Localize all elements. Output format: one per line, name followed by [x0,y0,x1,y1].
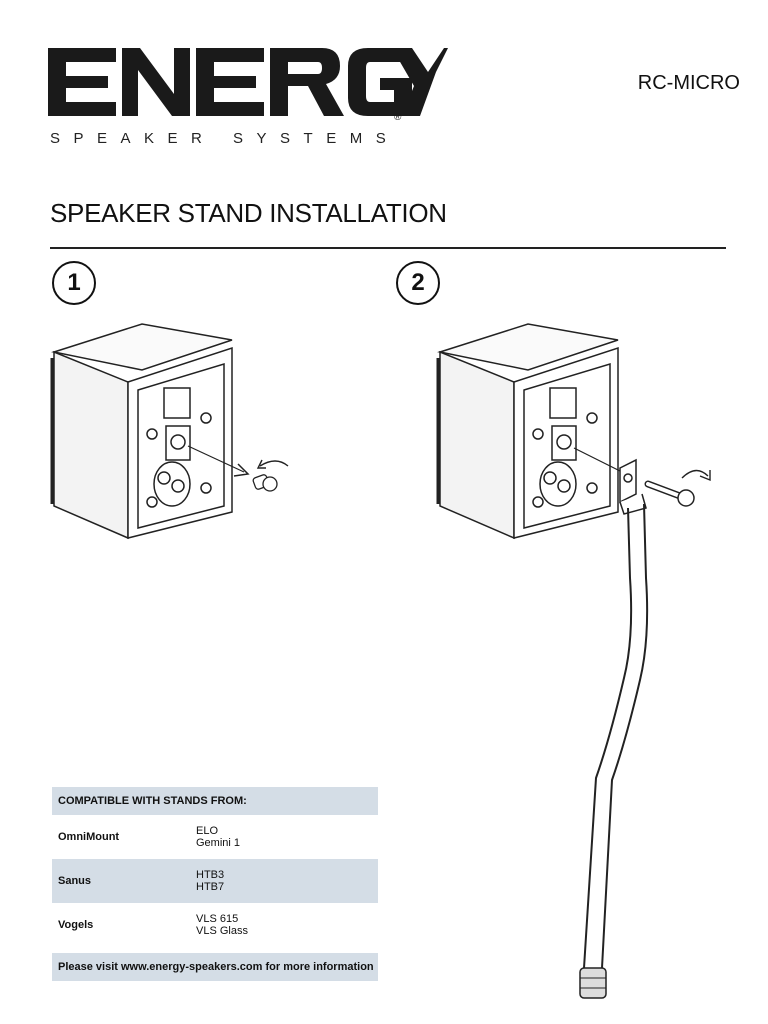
table-row-models: HTB3 HTB7 [196,869,224,893]
model-name: ELO [196,825,219,837]
model-name: HTB7 [196,881,225,893]
energy-logo: ® [48,42,448,152]
compat-table-heading: COMPATIBLE WITH STANDS FROM: [52,787,378,815]
speaker-illustration [50,323,289,540]
brand-subtitle: SPEAKER SYSTEMS [50,130,400,147]
compat-table: COMPATIBLE WITH STANDS FROM: OmniMount E… [52,787,378,981]
table-row: Vogels VLS 615 VLS Glass [52,903,378,947]
title-divider [50,247,726,249]
stand-pole-illustration [436,323,711,999]
page-title: SPEAKER STAND INSTALLATION [50,198,447,228]
table-row-models: VLS 615 VLS Glass [196,913,248,937]
table-row: OmniMount ELO Gemini 1 [52,815,378,859]
model-name: Gemini 1 [196,837,241,849]
table-row-brand: OmniMount [58,831,120,843]
table-row-models: ELO Gemini 1 [196,825,240,849]
model-name: VLS Glass [196,925,248,937]
table-row-brand: Vogels [58,919,94,931]
model-name: VLS 615 [196,913,239,925]
model-label: RC-MICRO [637,72,740,94]
registered-mark: ® [394,112,402,122]
table-row-brand: Sanus [58,875,92,887]
table-row: Sanus HTB3 HTB7 [52,859,378,903]
screw-icon [252,474,278,492]
step-2-badge: 2 [396,261,440,305]
rotate-arrow-icon [259,460,289,467]
step-1-badge: 1 [52,261,96,305]
model-name: HTB3 [196,869,225,881]
compat-table-footer: Please visit www.energy-speakers.com for… [52,953,378,981]
